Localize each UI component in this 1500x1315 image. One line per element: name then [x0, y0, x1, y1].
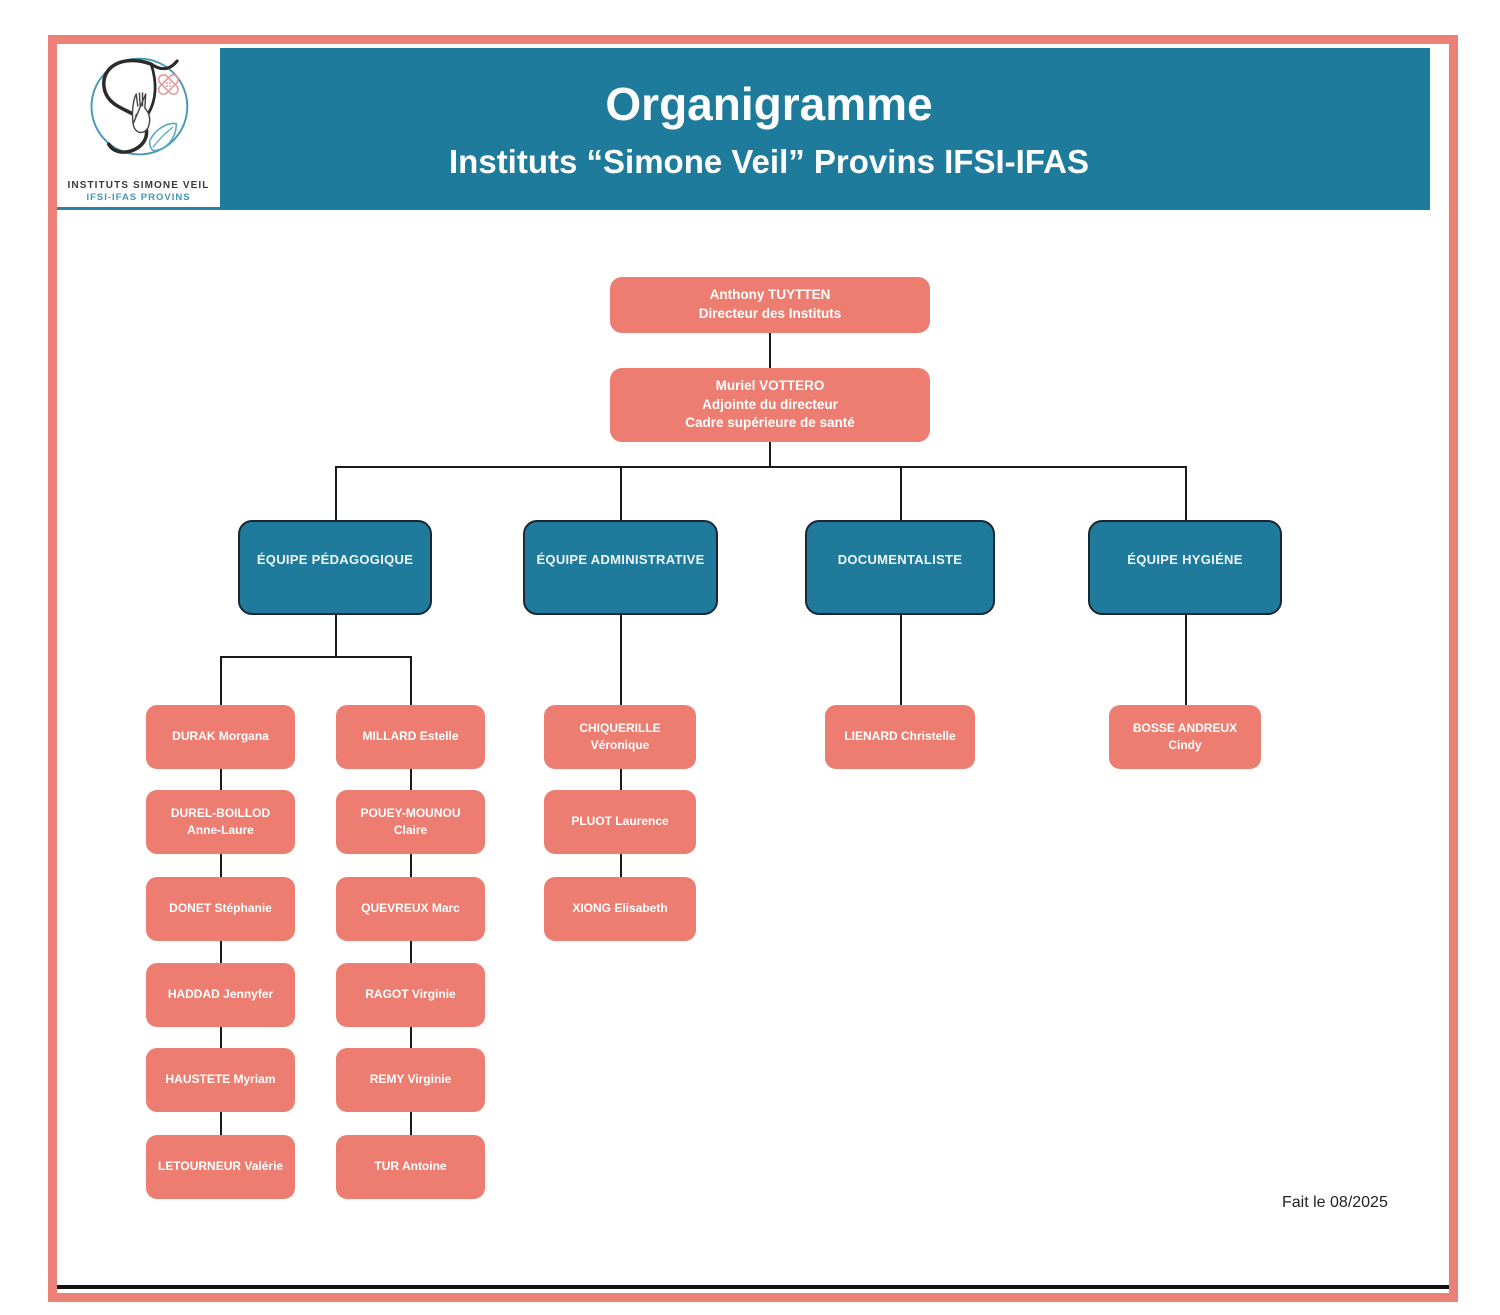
member-box: LIENARD Christelle	[825, 705, 975, 769]
member-box: LETOURNEUR Valérie	[146, 1135, 295, 1199]
member-box: XIONG Elisabeth	[544, 877, 696, 941]
connector-line	[769, 333, 771, 368]
connector-line	[220, 656, 222, 705]
member-box: POUEY-MOUNOU Claire	[336, 790, 485, 854]
deputy-box: Muriel VOTTERO Adjointe du directeur Cad…	[610, 368, 930, 442]
team-box-administrative: ÉQUIPE ADMINISTRATIVE	[523, 520, 718, 615]
team-box-documentaliste: DOCUMENTALISTE	[805, 520, 995, 615]
institute-logo-box: INSTITUTS SIMONE VEIL IFSI-IFAS PROVINS	[57, 44, 220, 210]
member-box: TUR Antoine	[336, 1135, 485, 1199]
member-box: HAUSTETE Myriam	[146, 1048, 295, 1112]
header-banner: Organigramme Instituts “Simone Veil” Pro…	[220, 48, 1430, 210]
bottom-divider	[57, 1285, 1449, 1289]
connector-line	[220, 1112, 222, 1135]
member-box: DUREL-BOILLOD Anne-Laure	[146, 790, 295, 854]
connector-line	[769, 442, 771, 466]
member-box: PLUOT Laurence	[544, 790, 696, 854]
connector-line	[410, 941, 412, 963]
member-box: MILLARD Estelle	[336, 705, 485, 769]
connector-line	[335, 466, 1187, 468]
connector-line	[220, 854, 222, 877]
connector-line	[620, 769, 622, 790]
connector-line	[1185, 615, 1187, 705]
connector-line	[220, 941, 222, 963]
member-box: HADDAD Jennyfer	[146, 963, 295, 1027]
connector-line	[220, 656, 412, 658]
connector-line	[900, 466, 902, 520]
logo-text-line2: IFSI-IFAS PROVINS	[86, 192, 191, 203]
connector-line	[410, 769, 412, 790]
connector-line	[410, 1112, 412, 1135]
deputy-role1: Adjointe du directeur	[702, 396, 838, 412]
connector-line	[1185, 466, 1187, 520]
deputy-name: Muriel VOTTERO	[715, 377, 825, 393]
connector-line	[900, 615, 902, 705]
connector-line	[620, 466, 622, 520]
connector-line	[410, 854, 412, 877]
connector-line	[335, 466, 337, 520]
connector-line	[410, 1027, 412, 1048]
logo-text-line1: INSTITUTS SIMONE VEIL	[67, 180, 210, 191]
connector-line	[620, 854, 622, 877]
team-box-pedagogique: ÉQUIPE PÉDAGOGIQUE	[238, 520, 432, 615]
page-title: Organigramme	[605, 77, 933, 130]
director-name: Anthony TUYTTEN	[709, 287, 831, 303]
member-box: DURAK Morgana	[146, 705, 295, 769]
page-frame: INSTITUTS SIMONE VEIL IFSI-IFAS PROVINS …	[48, 35, 1458, 1302]
connector-line	[335, 615, 337, 656]
connector-line	[220, 1027, 222, 1048]
director-role: Directeur des Instituts	[698, 306, 842, 321]
deputy-role2: Cadre supérieure de santé	[685, 415, 855, 431]
connector-line	[620, 615, 622, 705]
member-box: DONET Stéphanie	[146, 877, 295, 941]
member-box: BOSSE ANDREUX Cindy	[1109, 705, 1261, 769]
date-note: Fait le 08/2025	[1282, 1194, 1388, 1211]
director-box: Anthony TUYTTEN Directeur des Instituts	[610, 277, 930, 333]
member-box: REMY Virginie	[336, 1048, 485, 1112]
member-box: RAGOT Virginie	[336, 963, 485, 1027]
member-box: QUEVREUX Marc	[336, 877, 485, 941]
institute-logo-icon	[90, 57, 188, 156]
connector-line	[220, 769, 222, 790]
page-subtitle: Instituts “Simone Veil” Provins IFSI-IFA…	[449, 142, 1089, 180]
member-box: CHIQUERILLE Véronique	[544, 705, 696, 769]
team-box-hygiene: ÉQUIPE HYGIÉNE	[1088, 520, 1282, 615]
connector-line	[410, 656, 412, 705]
